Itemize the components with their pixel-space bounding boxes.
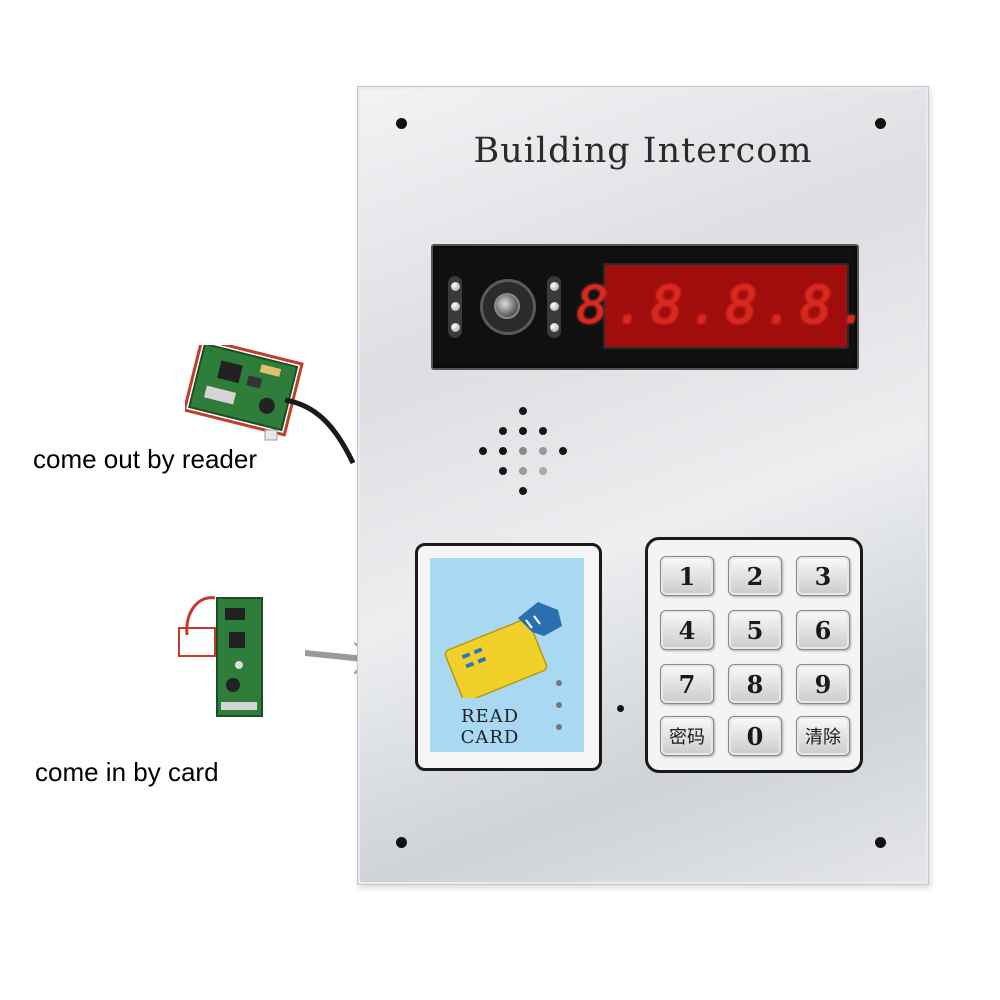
card-caption: come in by card — [35, 757, 219, 787]
card-pcb-icon — [178, 596, 263, 717]
key-8[interactable]: 8 — [728, 664, 782, 704]
hand-icon — [518, 602, 562, 636]
segment-display: 8.8.8.8. — [577, 263, 869, 349]
key-6[interactable]: 6 — [796, 610, 850, 650]
key-0[interactable]: 0 — [728, 716, 782, 756]
key-9[interactable]: 9 — [796, 664, 850, 704]
screw-top-left — [396, 118, 407, 129]
card-reader[interactable]: READ CARD — [415, 543, 602, 771]
reader-pcb-icon — [185, 345, 356, 465]
key-password[interactable]: 密码 — [660, 716, 714, 756]
key-5[interactable]: 5 — [728, 610, 782, 650]
key-1[interactable]: 1 — [660, 556, 714, 596]
read-card-label: READ CARD — [460, 706, 520, 748]
card-reader-face: READ CARD — [430, 558, 584, 752]
key-2[interactable]: 2 — [728, 556, 782, 596]
led-column-right — [547, 276, 561, 338]
reader-caption: come out by reader — [33, 444, 258, 474]
screw-bottom-left — [396, 837, 407, 848]
key-3[interactable]: 3 — [796, 556, 850, 596]
keypad: 1 2 3 4 5 6 7 8 9 密码 0 清除 — [645, 537, 863, 773]
key-7[interactable]: 7 — [660, 664, 714, 704]
panel-indicator-dot — [617, 705, 624, 712]
key-clear[interactable]: 清除 — [796, 716, 850, 756]
rfid-card-icon — [444, 602, 562, 698]
display-bar: 8.8.8.8. — [431, 244, 869, 370]
panel-title: Building Intercom — [473, 131, 813, 171]
camera-icon — [480, 279, 536, 335]
intercom-panel: Building Intercom 8.8.8.8. — [357, 86, 929, 885]
segment-display-value: 8.8.8.8. — [576, 276, 876, 336]
led-column-left — [448, 276, 462, 338]
speaker-grille-icon — [473, 407, 573, 507]
screw-bottom-right — [875, 837, 886, 848]
screw-top-right — [875, 118, 886, 129]
key-4[interactable]: 4 — [660, 610, 714, 650]
